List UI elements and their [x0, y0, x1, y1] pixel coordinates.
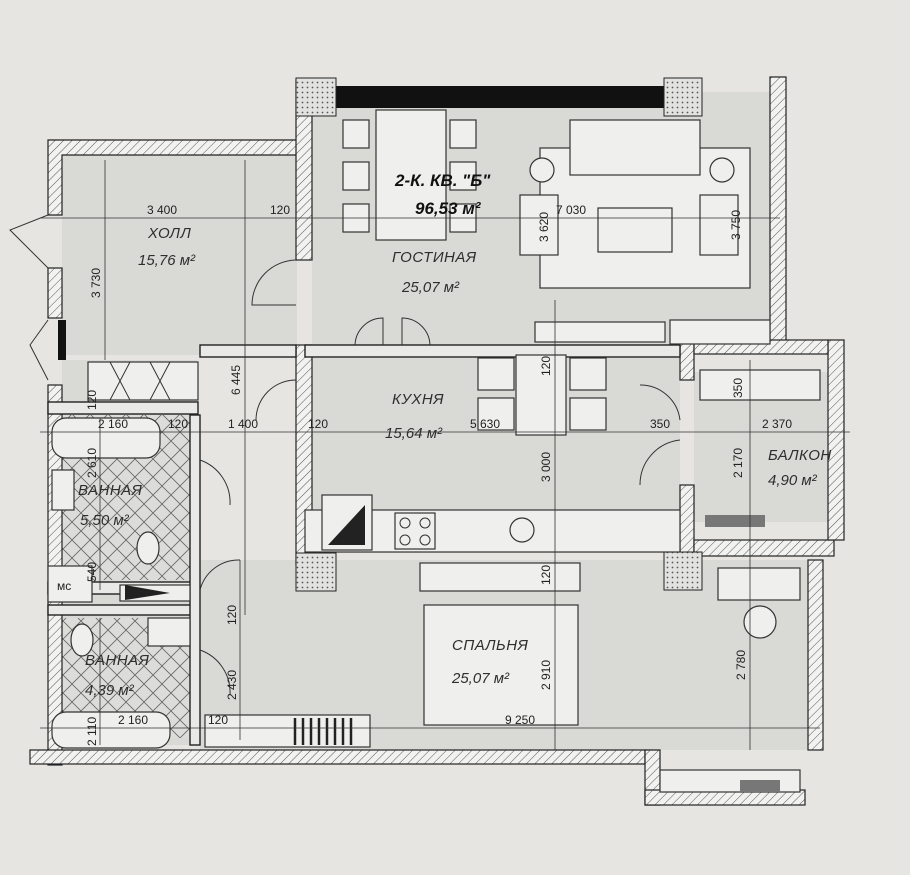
room-name-bedroom: СПАЛЬНЯ [452, 637, 529, 654]
dim-corridor-width: 1 400 [228, 417, 258, 431]
dim-balcony-width: 2 370 [762, 417, 792, 431]
dim-living-side-a: 3 620 [537, 212, 551, 242]
dim-bath-540: 540 [85, 562, 99, 582]
dim-balcony-350-h: 350 [650, 417, 670, 431]
dim-hall-height: 3 730 [89, 268, 103, 298]
room-name-kitchen: КУХНЯ [392, 391, 444, 408]
dim-bath2-width: 2 160 [118, 713, 148, 727]
dim-hall-long: 6 445 [229, 365, 243, 395]
coffee-table [597, 207, 673, 253]
dim-bedroom-width: 9 250 [505, 713, 535, 727]
room-area-hall: 15,76 м² [138, 252, 196, 269]
dim-bedroom-120: 120 [539, 565, 553, 585]
dim-kitchen-120-v: 120 [539, 356, 553, 376]
room-area-living: 25,07 м² [401, 279, 460, 296]
dim-hall-wall-120: 120 [270, 203, 290, 217]
dim-kitchen-height: 3 000 [539, 452, 553, 482]
walls [29, 76, 845, 806]
dim-corridor-120-v: 120 [225, 605, 239, 625]
bed [423, 604, 579, 726]
window-wall [330, 86, 670, 108]
room-area-bath-1: 5,50 м² [80, 512, 130, 529]
mc-label: мс [57, 579, 71, 593]
dim-bath2-120: 120 [208, 713, 228, 727]
kitchen-table [515, 354, 567, 436]
dim-kitchen-left-120: 120 [308, 417, 328, 431]
apartment-total-area: 96,53 м² [415, 199, 482, 218]
room-area-balcony: 4,90 м² [768, 472, 818, 489]
dim-living-side-b: 3 750 [729, 210, 743, 240]
room-name-bath-1: ВАННАЯ [78, 482, 143, 499]
sink [509, 517, 535, 543]
bed-headboard [419, 562, 581, 592]
room-area-bath-2: 4,39 м² [85, 682, 135, 699]
room-area-bedroom: 25,07 м² [451, 670, 510, 687]
sofa [569, 119, 701, 176]
dim-balcony-height: 2 170 [731, 448, 745, 478]
dim-balcony-350-v: 350 [731, 378, 745, 398]
dim-kitchen-width: 5 630 [470, 417, 500, 431]
dim-bath2-height: 2 430 [225, 670, 239, 700]
toilet-1 [136, 531, 160, 565]
apartment-title: 2-К. КВ. "Б" [394, 171, 491, 190]
dim-hall-width: 3 400 [147, 203, 177, 217]
bathtub-2 [51, 711, 171, 749]
dimension-lines [40, 160, 850, 750]
room-name-bath-2: ВАННАЯ [85, 652, 150, 669]
dim-bedroom-right-height: 2 780 [734, 650, 748, 680]
dim-bath-wall-120: 120 [168, 417, 188, 431]
dim-bath2-side: 2 110 [85, 717, 99, 746]
bathtub-1 [51, 417, 161, 459]
room-name-hall: ХОЛЛ [147, 225, 191, 242]
toilet-2 [70, 623, 94, 657]
room-area-kitchen: 15,64 м² [385, 425, 443, 442]
room-name-living: ГОСТИНАЯ [392, 249, 477, 266]
dim-bath-width: 2 160 [98, 417, 128, 431]
room-name-balcony: БАЛКОН [768, 447, 832, 464]
dim-living-width: 7 030 [556, 203, 586, 217]
dim-bath-vertical-120: 120 [85, 390, 99, 410]
doors [9, 214, 681, 696]
dim-bath1-height: 2 610 [85, 448, 99, 478]
dim-bedroom-height: 2 910 [539, 660, 553, 690]
